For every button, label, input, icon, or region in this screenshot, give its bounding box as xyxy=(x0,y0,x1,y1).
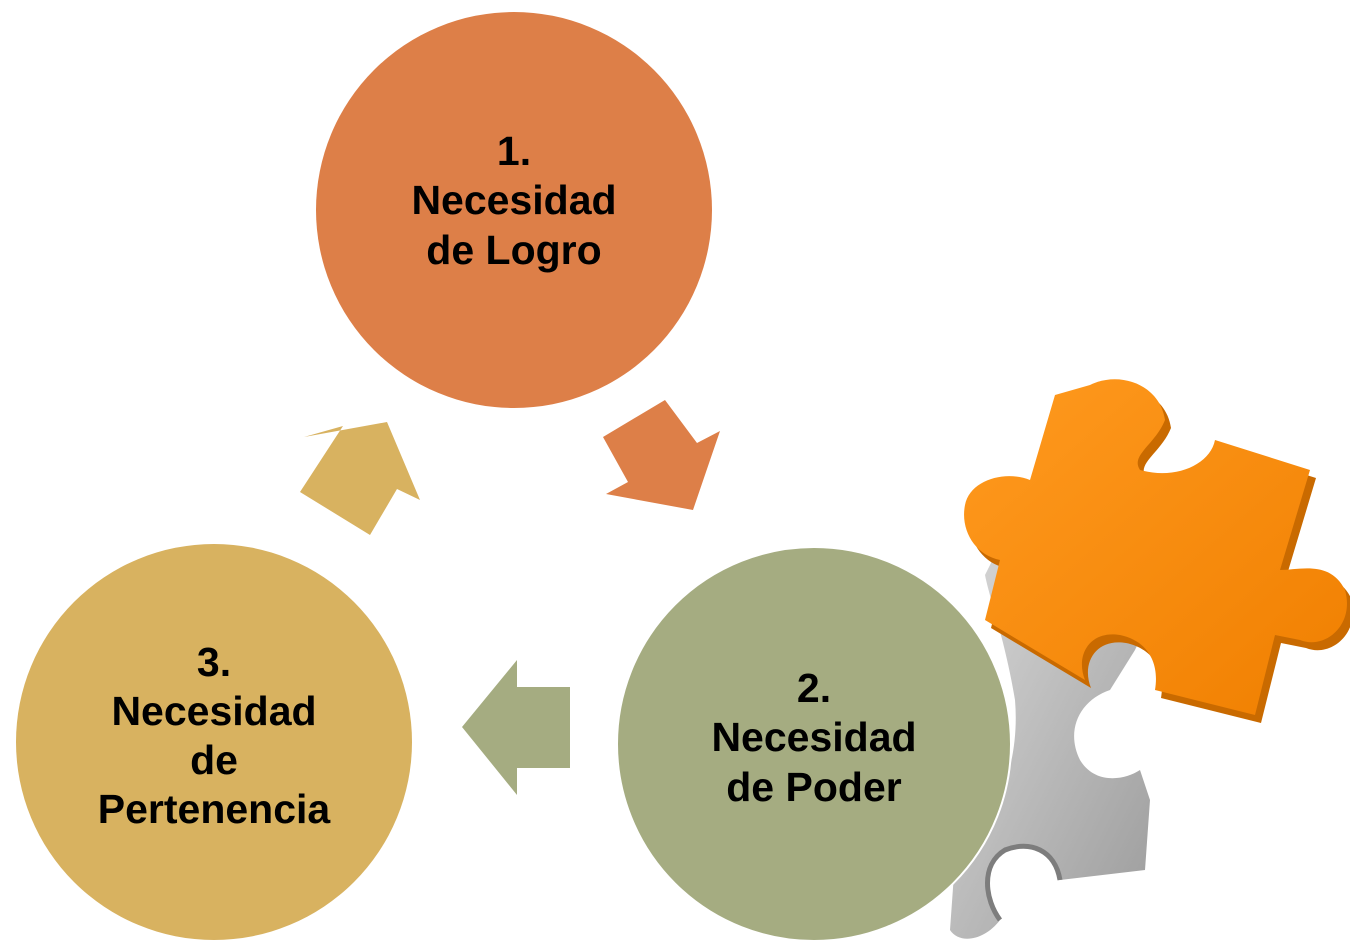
arrow-pertenencia-to-logro xyxy=(300,422,420,535)
node-label: 3. Necesidad de Pertenencia xyxy=(97,638,331,833)
arrow-poder-to-pertenencia xyxy=(462,660,570,795)
node-necesidad-de-pertenencia: 3. Necesidad de Pertenencia xyxy=(16,544,412,940)
arrow-logro-to-poder xyxy=(603,400,720,510)
node-label: 2. Necesidad de Poder xyxy=(711,665,917,810)
node-label: 1. Necesidad de Logro xyxy=(411,128,617,273)
node-necesidad-de-poder: 2. Necesidad de Poder xyxy=(616,546,1012,942)
orange-puzzle-piece xyxy=(964,379,1347,715)
node-necesidad-de-logro: 1. Necesidad de Logro xyxy=(316,12,712,408)
